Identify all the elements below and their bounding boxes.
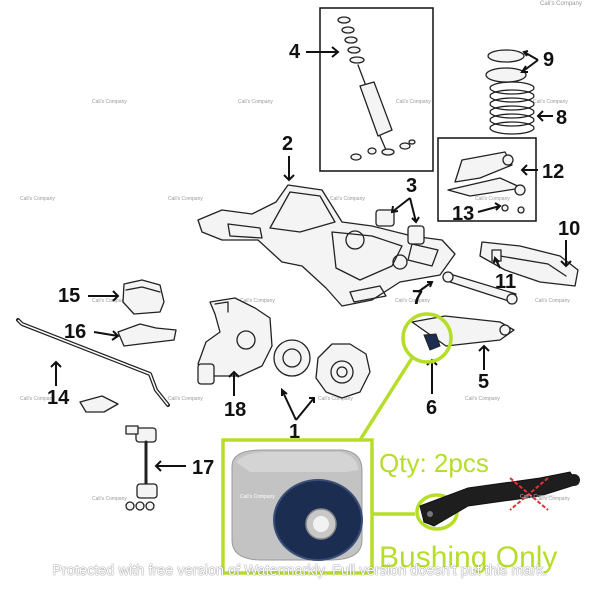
- callout-8: 8: [556, 107, 567, 129]
- watermark-text: Cali's Company: [20, 196, 55, 202]
- arm-photo-watermark: Cali's Company: [520, 494, 555, 500]
- watermark-text: Cali's Company: [396, 99, 431, 105]
- callout-1: 1: [289, 421, 300, 443]
- subframe-bushings: [375, 209, 425, 245]
- upper-arm-group: [437, 137, 537, 222]
- highlight-leader: [358, 357, 414, 441]
- upper-arm-box: [437, 137, 537, 222]
- quantity-label: Qty: 2pcs: [379, 448, 489, 478]
- watermark-text: Cali's Company: [168, 396, 203, 402]
- watermark-text: Cali's Company: [92, 99, 127, 105]
- watermark-text: Cali's Company: [238, 99, 273, 105]
- callout-4: 4: [289, 41, 301, 63]
- stabilizer-bar: [16, 318, 170, 413]
- upper-spring-insulator: [485, 67, 527, 83]
- coil-spring: [489, 121, 535, 135]
- callout-5: 5: [478, 371, 489, 393]
- watermark-footer: Protected with free version of Watermark…: [52, 563, 548, 579]
- shock-absorber-group: [319, 7, 434, 172]
- watermark-text: Cali's Company: [330, 196, 365, 202]
- callout-16: 16: [64, 321, 86, 343]
- callout-14: 14: [47, 387, 70, 409]
- leader-arrows: [50, 46, 572, 472]
- stabilizer-link: [125, 425, 158, 511]
- callout-13: 13: [452, 203, 474, 225]
- callout-18: 18: [224, 399, 246, 421]
- watermark-text: Cali's Company: [535, 496, 570, 502]
- lower-control-arm: [479, 241, 579, 287]
- watermark-text: Cali's Company: [92, 496, 127, 502]
- callout-15: 15: [58, 285, 80, 307]
- trailing-arm: [411, 315, 515, 351]
- callout-3: 3: [406, 175, 417, 197]
- shock-body: [359, 81, 393, 137]
- callout-9: 9: [543, 49, 554, 71]
- watermark-text: Cali's Company: [168, 196, 203, 202]
- callout-10: 10: [558, 218, 580, 240]
- bushing-location: [423, 333, 441, 351]
- upper-control-arm: [454, 151, 513, 183]
- photo-watermark: Cali's Company: [240, 494, 275, 500]
- callout-7: 7: [412, 287, 423, 309]
- watermark-text: Cali's Company: [465, 396, 500, 402]
- watermark-text: Cali's Company: [318, 396, 353, 402]
- lateral-rod: [442, 271, 518, 305]
- bushing-only-label: Bushing Only: [379, 541, 558, 574]
- steering-knuckle: [197, 297, 273, 385]
- callout-12: 12: [542, 161, 564, 183]
- watermark-text: Cali's Company: [535, 298, 570, 304]
- watermark-text: Cali's Company: [20, 396, 55, 402]
- stabilizer-bushing-group: [117, 279, 177, 347]
- callout-2: 2: [282, 133, 293, 155]
- shock-box: [319, 7, 434, 172]
- control-arm-photo: Cali's Company: [419, 471, 580, 527]
- callout-11: 11: [495, 271, 516, 293]
- callout-17: 17: [192, 457, 214, 479]
- bushing-photo: Cali's Company: [231, 449, 363, 561]
- upper-spring-seat: [487, 49, 525, 63]
- callout-6: 6: [426, 397, 437, 419]
- corner-watermark: Cali's Company: [540, 1, 582, 7]
- watermark-text: Cali's Company: [475, 196, 510, 202]
- watermark-text: Cali's Company: [240, 298, 275, 304]
- watermark-text: Cali's Company: [395, 298, 430, 304]
- bushing-photo-frame: [221, 438, 374, 575]
- stabilizer-bushing: [122, 279, 165, 315]
- watermark-text: Cali's Company: [533, 99, 568, 105]
- spring-group: [485, 49, 535, 135]
- highlight-overlay: [221, 312, 459, 575]
- watermark-text: Cali's Company: [92, 298, 127, 304]
- callouts: 4 9 8 12 2 3 13 10 11 15 7 16 14 5 18 6 …: [47, 41, 580, 479]
- hub-assembly: [273, 339, 371, 399]
- stabilizer-bracket: [117, 323, 177, 347]
- subframe: [197, 184, 456, 307]
- watermarks: Cali's Company Cali's Company Cali's Com…: [20, 99, 570, 502]
- ball-joint: [501, 204, 509, 212]
- bushing-highlight-circle: [401, 312, 453, 364]
